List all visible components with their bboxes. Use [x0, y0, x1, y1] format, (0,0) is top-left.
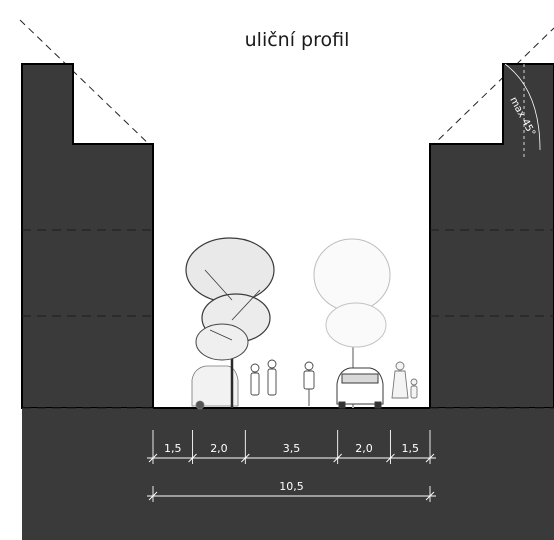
tree-right-icon — [313, 238, 391, 408]
right-building — [429, 63, 554, 409]
diagram-title: uliční profil — [245, 29, 350, 51]
pedestrians-right-icon — [391, 361, 418, 399]
car-left-icon — [191, 365, 239, 410]
segment-label: 1,5 — [401, 442, 419, 455]
segment-label: 2,0 — [210, 442, 228, 455]
segment-label: 2,0 — [355, 442, 373, 455]
total-tick — [425, 491, 435, 501]
envelope-line-left — [19, 19, 154, 149]
total-label: 10,5 — [279, 480, 304, 493]
segment-tick — [241, 453, 250, 463]
segment-tick — [188, 453, 197, 463]
segment-label: 1,5 — [164, 442, 182, 455]
total-tick — [148, 491, 158, 501]
car-right-icon — [336, 367, 384, 409]
envelope-line-right — [429, 27, 554, 149]
segment-tick — [333, 453, 342, 463]
pedestrians-left-icon — [250, 359, 277, 396]
tree-left-icon — [185, 237, 275, 408]
cyclist-icon — [303, 361, 315, 406]
street-illustration — [185, 237, 418, 410]
floor-lines — [22, 229, 554, 409]
segment-label: 3,5 — [283, 442, 301, 455]
ground-section — [22, 408, 554, 540]
segment-tick — [148, 453, 158, 463]
left-building — [21, 63, 154, 409]
dimension-chain: 1,5 2,0 3,5 2,0 1,5 10,5 — [147, 430, 436, 502]
segment-tick — [425, 453, 435, 463]
segment-tick — [386, 453, 395, 463]
